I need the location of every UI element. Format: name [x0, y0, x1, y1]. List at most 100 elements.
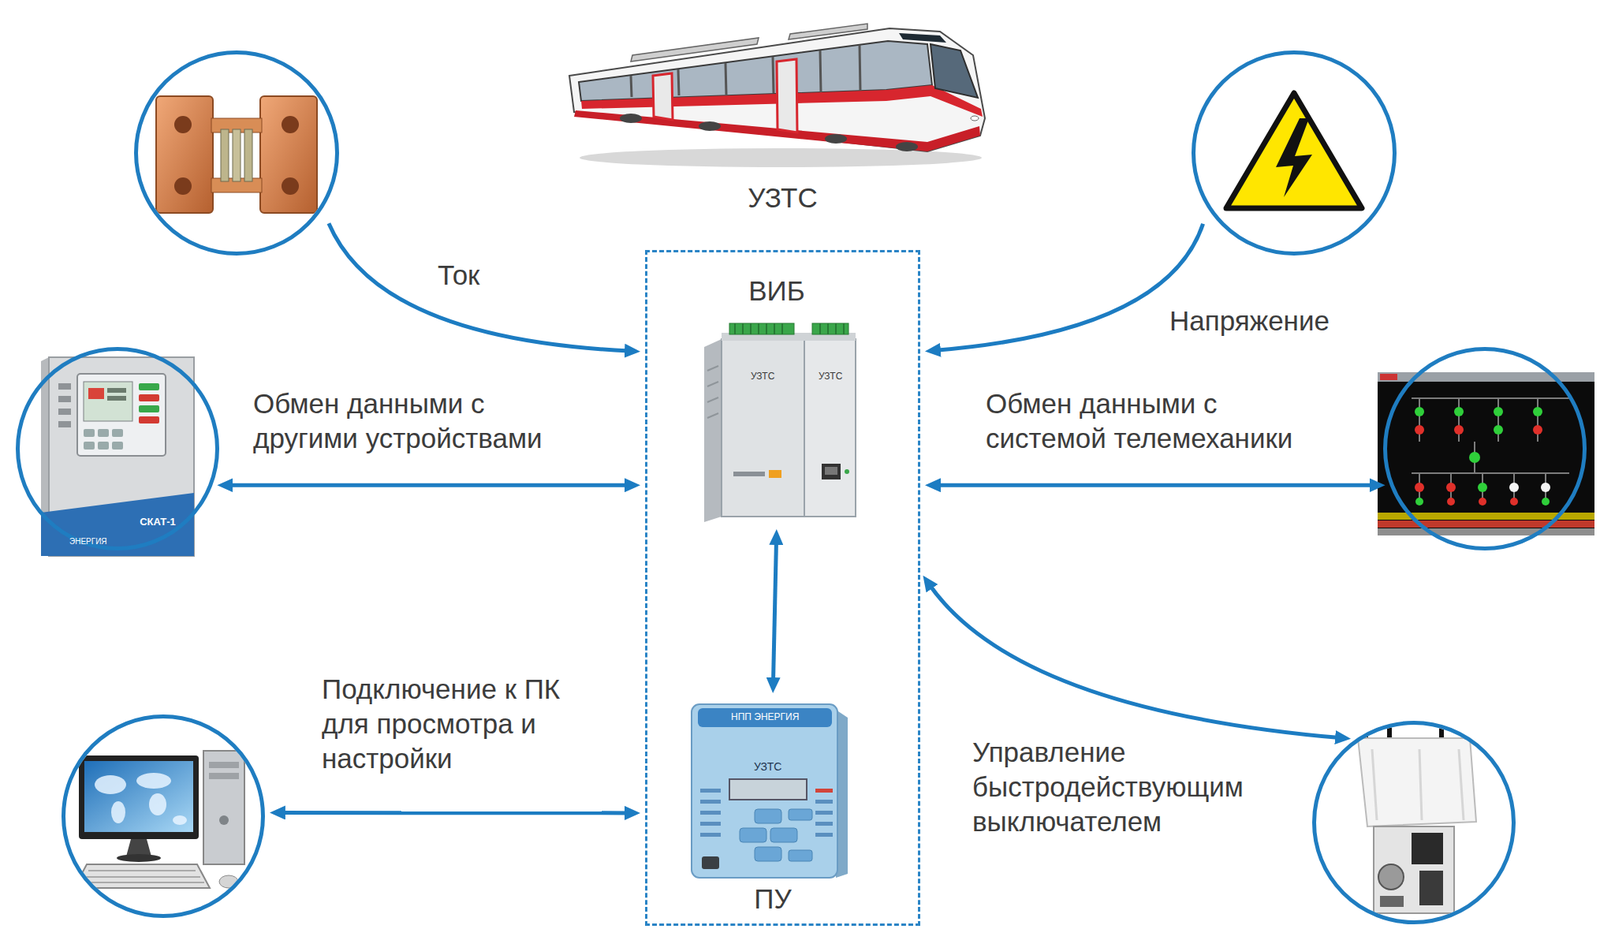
connector-arrow [773, 540, 777, 683]
scada-screen-part [1411, 398, 1570, 505]
brand-marking: ЭНЕРГИЯ [69, 537, 108, 547]
control-panel-illustration-part [701, 856, 720, 869]
tram-illustration-part [970, 115, 979, 121]
skat-device-illustration-part [58, 408, 71, 415]
scada-screen-part [1478, 497, 1487, 506]
computer-illustration-part [219, 815, 229, 825]
skat-device-illustration-part [107, 395, 127, 401]
tram-illustration-part [569, 28, 985, 152]
computer-illustration-part [208, 761, 239, 769]
control-panel-illustration-part [770, 827, 798, 843]
control-panel-illustration-part [700, 799, 721, 804]
image-circle: СКАТ-1 [15, 346, 220, 551]
tram-illustration-part [895, 141, 918, 152]
scada-screen-part [1377, 528, 1595, 536]
vib-device-illustration-part [844, 469, 850, 474]
skat-device-illustration-part [83, 381, 133, 422]
vib-device-illustration-part [704, 339, 722, 523]
connector-arrow [280, 810, 630, 815]
computer-illustration-part [84, 760, 194, 832]
system-boundary: УЗТСВИБПУ [645, 249, 921, 926]
scada-screen-part [1493, 425, 1504, 435]
scada-screen-part [1377, 372, 1595, 382]
tram-illustration-part [788, 23, 868, 40]
control-panel-illustration-part [700, 810, 721, 815]
scada-screen-part [1379, 373, 1398, 381]
skat-device-illustration-part [58, 421, 71, 428]
tram-illustration [569, 23, 985, 168]
control-panel-illustration-part [739, 827, 767, 843]
image-circle [1383, 346, 1587, 551]
scada-screen-part [1454, 425, 1464, 435]
image-circle [134, 50, 340, 256]
vib-device-illustration-part [734, 323, 844, 335]
computer-illustration-part [219, 875, 239, 888]
connector-arrow [936, 223, 1204, 351]
edge-label: Подключение к ПК для просмотра и настрой… [321, 671, 598, 776]
skat-device-illustration-part [97, 441, 109, 450]
computer-illustration-part [94, 775, 127, 795]
breaker-illustration-part [1357, 738, 1477, 827]
breaker-illustration-part [1419, 870, 1444, 906]
device-marking: УЗТС [750, 370, 775, 382]
skat-device-illustration-part [58, 395, 71, 403]
scada-screen-part [1540, 482, 1551, 493]
computer-illustration-part [149, 793, 167, 816]
control-panel-illustration-part [788, 809, 813, 821]
edge-label: Обмен данными с другими устройствами [253, 386, 585, 456]
breaker-illustration [1357, 723, 1477, 914]
skat-device-illustration-part [138, 416, 160, 424]
skat-device-illustration-part [83, 428, 95, 437]
device-name: ПУ [678, 881, 868, 917]
high-voltage-sign-part [1226, 93, 1362, 209]
connector-arrow [929, 584, 1341, 738]
computer-illustration-part [111, 801, 126, 824]
scada-screen-part [1541, 497, 1550, 506]
scada-screen-part [1509, 482, 1519, 493]
vib-device-illustration-part [804, 339, 856, 517]
scada-screen-part [1415, 497, 1424, 506]
vib-device-illustration-part [707, 365, 719, 418]
shunt-illustration [156, 96, 318, 213]
image-circle [61, 714, 265, 918]
scada-screen-part [1447, 497, 1455, 506]
control-panel-illustration-part [754, 846, 782, 862]
tram-illustration-part [619, 113, 642, 124]
control-panel-illustration-part [815, 821, 833, 826]
edge-label: Напряжение [1169, 303, 1330, 339]
skat-device-illustration-part [58, 383, 71, 390]
vib-device-illustration-part [729, 323, 795, 335]
scada-screen-part [1532, 425, 1543, 435]
computer-illustration-part [126, 839, 152, 857]
skat-device-illustration-part [138, 383, 160, 391]
control-panel-illustration-part [815, 788, 833, 793]
tram-illustration-part [652, 73, 673, 120]
shunt-illustration-part [260, 96, 318, 213]
device-marking: УЗТС [753, 760, 782, 774]
control-panel-illustration-part [815, 810, 833, 815]
tram-illustration-part [776, 59, 798, 133]
vib-device-illustration-part [721, 339, 805, 517]
skat-device-illustration-part [111, 428, 124, 437]
tram-illustration-part [898, 33, 947, 43]
connector-arrow [328, 223, 630, 351]
control-panel-illustration-part [729, 779, 807, 800]
control-panel-illustration-part [700, 832, 721, 837]
breaker-illustration-part [1379, 895, 1404, 907]
breaker-illustration-part [1373, 826, 1455, 914]
computer-illustration-part [74, 864, 210, 888]
scada-screen-part [1377, 372, 1595, 536]
shunt-illustration-part [156, 96, 213, 213]
edge-label: Управление быстродействующим выключателе… [972, 734, 1288, 839]
control-panel-illustration-part [691, 704, 838, 878]
high-voltage-sign [1226, 93, 1362, 209]
image-circle [1191, 50, 1397, 256]
control-panel-illustration-part [754, 809, 782, 824]
breaker-illustration-part [1372, 749, 1464, 821]
vib-device-illustration-part [824, 466, 838, 475]
skat-device-illustration-part [77, 373, 166, 456]
computer-illustration-part [136, 772, 172, 789]
